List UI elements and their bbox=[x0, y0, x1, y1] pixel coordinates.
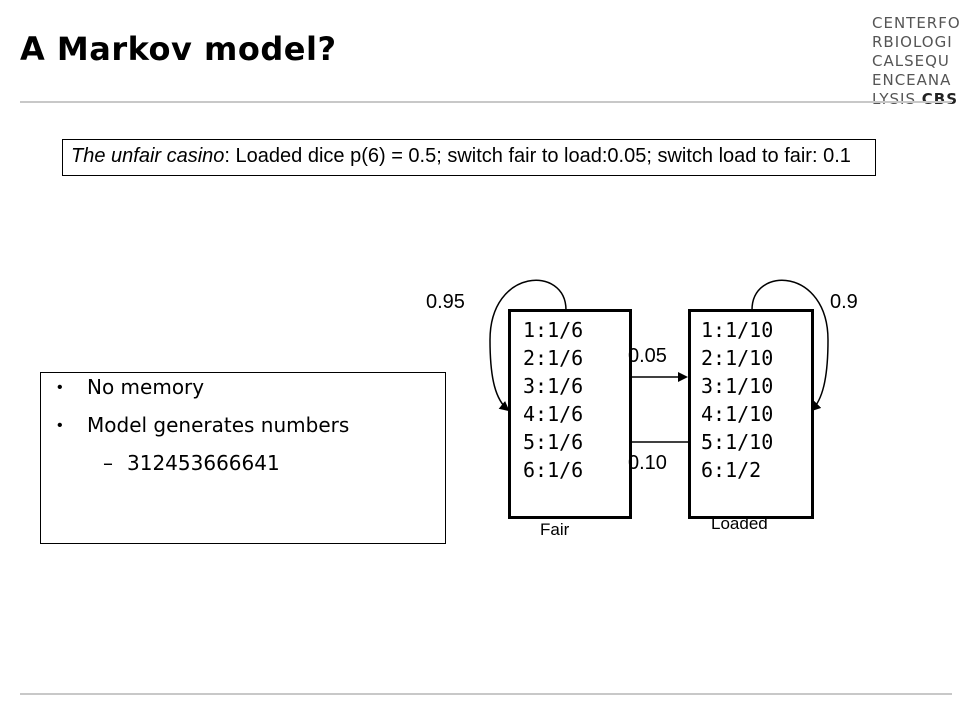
logo-tag: CBS bbox=[921, 90, 959, 108]
loaded-state-box: 1:1/10 2:1/10 3:1/10 4:1/10 5:1/10 6:1/2 bbox=[688, 309, 814, 519]
loaded-self-loop-arrow bbox=[751, 279, 829, 412]
loaded-to-fair-prob: 0.10 bbox=[628, 452, 667, 474]
emission-prob: 2:1/10 bbox=[701, 346, 774, 370]
bullet-item: Model generates numbers bbox=[87, 413, 350, 437]
cbs-logo: CENTERFO RBIOLOGI CALSEQU ENCEANA LYSIS … bbox=[872, 14, 960, 109]
emission-prob: 6:1/6 bbox=[523, 458, 584, 482]
logo-line: LYSIS CBS bbox=[872, 90, 957, 109]
bullet-item: No memory bbox=[87, 375, 205, 399]
logo-line: CALSEQU bbox=[872, 52, 950, 70]
fair-to-loaded-prob: 0.05 bbox=[628, 345, 667, 367]
logo-line: ENCEANA bbox=[872, 71, 952, 89]
sub-bullet-item: 312453666641 bbox=[127, 451, 280, 475]
emission-prob: 2:1/6 bbox=[523, 346, 584, 370]
logo-line: RBIOLOGI bbox=[872, 33, 953, 51]
emission-prob: 3:1/10 bbox=[701, 374, 774, 398]
sub-bullet-dash: – bbox=[103, 451, 113, 475]
footer-divider bbox=[20, 693, 952, 695]
bullet-dot: • bbox=[57, 417, 63, 434]
loaded-self-loop-prob: 0.9 bbox=[830, 291, 858, 313]
statement-text: : Loaded dice p(6) = 0.5; switch fair to… bbox=[224, 145, 851, 167]
slide-title: A Markov model? bbox=[20, 30, 337, 68]
statement-label: The unfair casino bbox=[71, 145, 225, 167]
logo-line-text: LYSIS bbox=[872, 90, 916, 108]
fair-self-loop-arrow bbox=[489, 279, 567, 412]
emission-prob: 1:1/10 bbox=[701, 318, 774, 342]
emission-prob: 6:1/2 bbox=[701, 458, 762, 482]
emission-prob: 1:1/6 bbox=[523, 318, 584, 342]
emission-prob: 5:1/10 bbox=[701, 430, 774, 454]
emission-prob: 4:1/6 bbox=[523, 402, 584, 426]
problem-statement: The unfair casino: Loaded dice p(6) = 0.… bbox=[62, 139, 876, 176]
bullet-box: • No memory • Model generates numbers – … bbox=[40, 372, 446, 544]
header-divider bbox=[20, 101, 952, 103]
emission-prob: 4:1/10 bbox=[701, 402, 774, 426]
emission-prob: 5:1/6 bbox=[523, 430, 584, 454]
fair-state-box: 1:1/6 2:1/6 3:1/6 4:1/6 5:1/6 6:1/6 bbox=[508, 309, 632, 519]
loaded-state-caption: Loaded bbox=[711, 514, 768, 533]
bullet-dot: • bbox=[57, 379, 63, 396]
fair-state-caption: Fair bbox=[540, 520, 570, 539]
logo-line: CENTERFO bbox=[872, 14, 960, 32]
emission-prob: 3:1/6 bbox=[523, 374, 584, 398]
fair-self-loop-prob: 0.95 bbox=[426, 291, 465, 313]
